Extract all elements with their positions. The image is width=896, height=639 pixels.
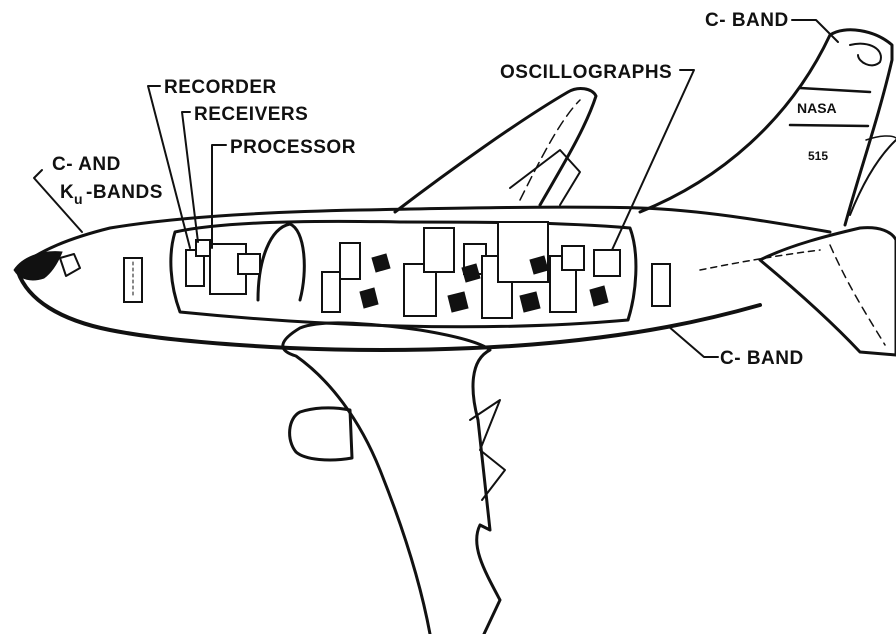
equipment-racks [186,222,620,318]
c-band-bottom-label: C- BAND [720,348,804,369]
ku-label-k: K [60,182,74,203]
recorder-label: RECORDER [164,77,277,98]
ku-label-u: u [74,191,83,207]
oscillographs-label: OSCILLOGRAPHS [500,62,672,83]
horizontal-stabilizer [760,228,896,355]
near-wing [283,323,505,634]
c-and-label: C- AND [52,154,121,175]
tail-nasa-marking: NASA [797,100,837,116]
processor-label: PROCESSOR [230,137,356,158]
c-band-top-label: C- BAND [705,10,789,31]
cabin-cutaway [171,221,636,326]
vertical-tail: NASA 515 [640,30,896,225]
tail-number-marking: 515 [808,149,828,163]
far-wing [395,89,596,212]
receivers-label: RECEIVERS [194,104,308,125]
ku-bands-label: -BANDS [86,182,163,203]
